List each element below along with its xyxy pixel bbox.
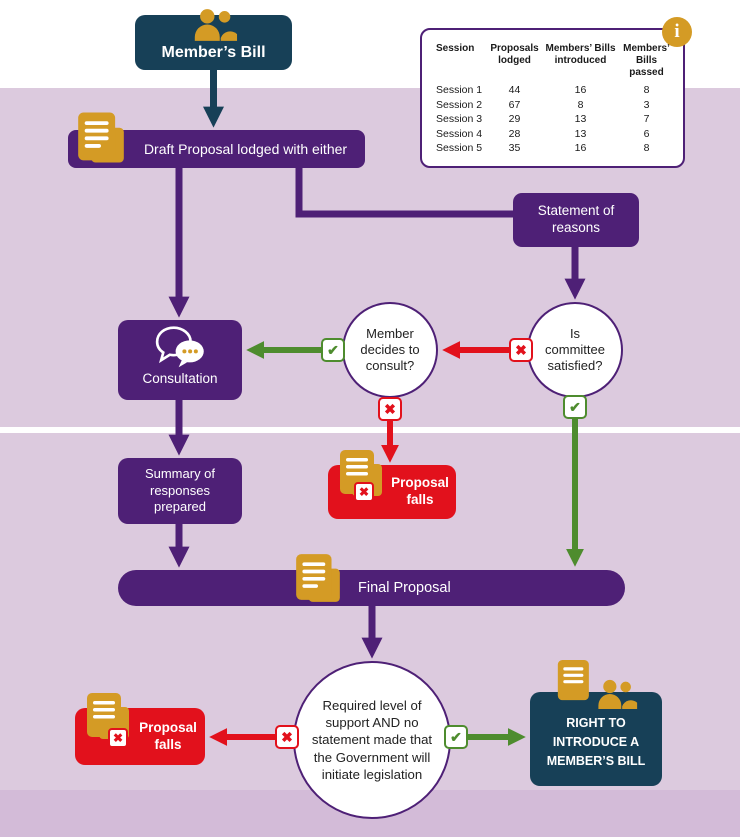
final-proposal-node: Final Proposal (118, 554, 625, 606)
table-cell: 3 (643, 98, 650, 111)
table-header: Proposals lodged (490, 43, 539, 66)
document-icon (296, 554, 340, 602)
member-consult-decision: Member decides to consult? (342, 302, 438, 398)
cross-glyph: ✖ (384, 400, 396, 417)
green-check-icon: ✔ (444, 725, 468, 749)
final-proposal-label: Final Proposal (358, 580, 451, 596)
stats-table: Session Proposals lodged Members’ Bills … (436, 43, 671, 156)
table-cell: 6 (643, 127, 650, 140)
table-cell: 67 (508, 98, 521, 111)
stats-table-card: i Session Proposals lodged Members’ Bill… (420, 17, 692, 168)
cross-glyph: ✖ (358, 485, 370, 499)
table-cell: Session 1 (436, 84, 483, 96)
table-cell: 16 (574, 142, 587, 155)
document-icon (87, 693, 129, 739)
red-cross-icon: ✖ (108, 728, 128, 748)
table-cell: 7 (643, 113, 650, 126)
people-icon (194, 9, 237, 41)
summary-node: Summary of responses prepared (118, 458, 242, 524)
check-glyph: ✔ (327, 341, 339, 358)
green-check-icon: ✔ (321, 338, 345, 362)
support-decision-label: Required level of support AND no stateme… (311, 698, 433, 782)
table-cell: 29 (508, 113, 521, 126)
committee-satisfied-label: Is committee satisfied? (545, 325, 605, 374)
table-cell: Session 4 (436, 127, 483, 140)
proposal-falls-end-node: ✖ Proposal falls (75, 693, 205, 765)
table-header: Session (436, 43, 475, 54)
table-cell: 13 (574, 127, 587, 140)
members-bill-node: Member’s Bill (135, 9, 292, 70)
table-cell: 28 (508, 127, 521, 140)
draft-proposal-node: Draft Proposal lodged with either (68, 112, 365, 168)
table-cell: 8 (643, 84, 650, 96)
green-check-icon: ✔ (563, 395, 587, 419)
document-icon (78, 112, 124, 163)
table-cell: 44 (508, 84, 521, 96)
draft-proposal-label: Draft Proposal lodged with either (143, 141, 348, 157)
right-to-introduce-node: RIGHT TO INTRODUCE A MEMBER’S BILL (530, 660, 662, 786)
table-cell: Session 3 (436, 113, 483, 126)
table-cell: Session 5 (436, 142, 483, 155)
committee-satisfied-decision: Is committee satisfied? (527, 302, 623, 398)
proposal-falls-mid-node: ✖ Proposal falls (328, 450, 456, 519)
support-decision: Required level of support AND no stateme… (293, 661, 451, 819)
statement-of-reasons-node: Statement of reasons (513, 193, 639, 247)
members-bill-label: Member’s Bill (161, 44, 266, 61)
cross-glyph: ✖ (112, 731, 124, 745)
table-cell: Session 2 (436, 98, 483, 111)
proposal-falls-label: Proposal falls (139, 719, 197, 752)
check-glyph: ✔ (450, 728, 462, 745)
red-cross-icon: ✖ (509, 338, 533, 362)
table-cell: 35 (508, 142, 521, 155)
member-consult-label: Member decides to consult? (360, 325, 420, 374)
red-cross-icon: ✖ (354, 482, 374, 502)
proposal-falls-label: Proposal falls (391, 475, 449, 507)
info-glyph: i (674, 21, 680, 42)
cross-glyph: ✖ (281, 728, 293, 745)
info-icon: i (662, 17, 692, 47)
red-cross-icon: ✖ (275, 725, 299, 749)
table-cell: 13 (574, 113, 587, 126)
statement-of-reasons-label: Statement of reasons (537, 203, 615, 235)
consultation-node: Consultation (118, 320, 242, 400)
chat-icon (155, 326, 204, 368)
consultation-label: Consultation (142, 371, 218, 386)
red-cross-icon: ✖ (378, 397, 402, 421)
summary-label: Summary of responses prepared (144, 465, 216, 515)
people-icon (598, 679, 638, 709)
check-glyph: ✔ (569, 398, 581, 415)
table-header: Members’ Bills introduced (545, 43, 616, 66)
table-header: Members’ Bills passed (623, 43, 670, 78)
right-to-introduce-label: RIGHT TO INTRODUCE A MEMBER’S BILL (546, 716, 646, 768)
table-cell: 8 (577, 98, 584, 111)
table-cell: 8 (643, 142, 650, 155)
table-cell: 16 (574, 84, 587, 96)
document-icon (557, 660, 589, 701)
cross-glyph: ✖ (515, 341, 527, 358)
connector-draft-to-statement (295, 168, 513, 218)
